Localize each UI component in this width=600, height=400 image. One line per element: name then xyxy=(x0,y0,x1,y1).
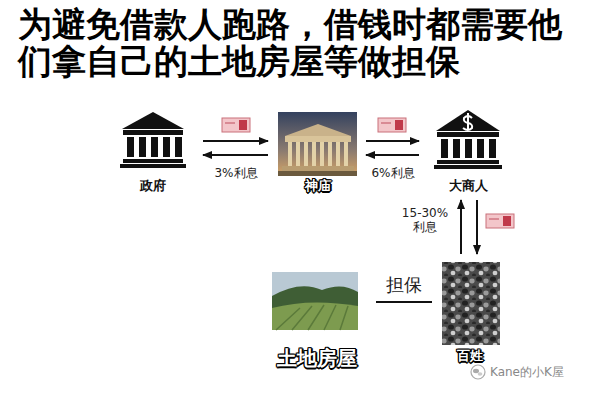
temple-photo xyxy=(344,142,348,166)
bank-icon xyxy=(441,139,448,158)
people-node: 百姓 xyxy=(436,260,504,364)
edge-label: 3%利息 xyxy=(212,166,259,180)
temple-photo xyxy=(336,142,340,166)
government-icon xyxy=(123,130,183,135)
banknote-icon xyxy=(486,214,514,228)
people-photo xyxy=(442,262,500,345)
node-label: 百姓 xyxy=(457,349,483,364)
link-line xyxy=(376,301,432,303)
banknote-icon xyxy=(489,218,499,220)
bank-icon xyxy=(434,110,502,169)
node-label: 政府 xyxy=(140,179,166,194)
people-photo xyxy=(442,262,500,345)
flow-arrow xyxy=(203,154,268,156)
merchant-node: 大商人 xyxy=(425,108,511,194)
banknote-icon xyxy=(395,120,403,130)
land-photo xyxy=(272,272,358,330)
temple-photo xyxy=(296,142,300,166)
government-icon xyxy=(127,137,134,157)
flow-arrow xyxy=(366,154,419,156)
banknote-icon xyxy=(225,122,235,124)
edge-label: 15-30% 利息 xyxy=(399,206,451,235)
land-photo xyxy=(272,286,358,330)
temple-node: 神庙 xyxy=(276,108,360,194)
wechat-icon xyxy=(473,369,479,373)
edge-label: 6%利息 xyxy=(369,166,416,180)
bank-icon xyxy=(477,139,484,158)
bank-icon xyxy=(465,139,472,158)
government-icon xyxy=(151,137,158,157)
temple-photo xyxy=(278,171,357,176)
government-icon xyxy=(120,112,186,168)
wechat-icon xyxy=(471,365,485,379)
government-icon xyxy=(163,137,170,157)
bank-icon xyxy=(489,139,496,158)
government-node: 政府 xyxy=(110,108,195,194)
node-label: 土地房屋 xyxy=(277,347,357,370)
temple-photo xyxy=(278,112,357,176)
land-photo xyxy=(276,305,348,330)
bank-icon xyxy=(463,113,472,133)
land-photo xyxy=(272,302,358,330)
temple-photo xyxy=(320,142,324,166)
banknote-icon xyxy=(378,118,406,132)
node-label: 神庙 xyxy=(305,179,331,194)
node-label: 大商人 xyxy=(449,179,488,194)
banknote-icon xyxy=(222,118,250,132)
temple-photo xyxy=(278,112,357,176)
government-icon xyxy=(122,112,184,129)
land-node: 土地房屋 xyxy=(262,270,372,370)
flow-arrow xyxy=(460,200,462,254)
watermark: Kane的小K屋 xyxy=(490,364,564,381)
banknote-icon xyxy=(381,122,391,124)
temple-photo xyxy=(312,142,316,166)
banknote-icon xyxy=(239,120,247,130)
government-icon xyxy=(120,164,186,168)
title: 为避免借款人跑路，借钱时都需要他们拿自己的土地房屋等做担保 xyxy=(18,6,580,79)
edge-label: 担保 xyxy=(384,274,424,296)
flow-arrow xyxy=(203,140,268,142)
banknote-icon xyxy=(486,214,514,228)
temple-photo xyxy=(288,142,292,166)
government-icon xyxy=(175,137,182,157)
flow-arrow xyxy=(476,200,478,254)
bank-icon xyxy=(434,165,502,169)
bank-icon xyxy=(437,160,499,164)
wechat-icon xyxy=(478,372,483,376)
bank-icon xyxy=(453,139,460,158)
banknote-icon xyxy=(222,118,250,132)
flow-arrow xyxy=(366,140,419,142)
temple-photo xyxy=(282,166,354,171)
temple-photo xyxy=(285,136,351,142)
land-photo xyxy=(272,272,358,330)
temple-photo xyxy=(304,142,308,166)
temple-photo xyxy=(285,124,351,136)
government-icon xyxy=(139,137,146,157)
bank-icon xyxy=(437,132,499,137)
banknote-icon xyxy=(378,118,406,132)
government-icon xyxy=(123,159,183,163)
temple-photo xyxy=(328,142,332,166)
banknote-icon xyxy=(503,216,511,226)
wechat-icon xyxy=(471,365,485,379)
